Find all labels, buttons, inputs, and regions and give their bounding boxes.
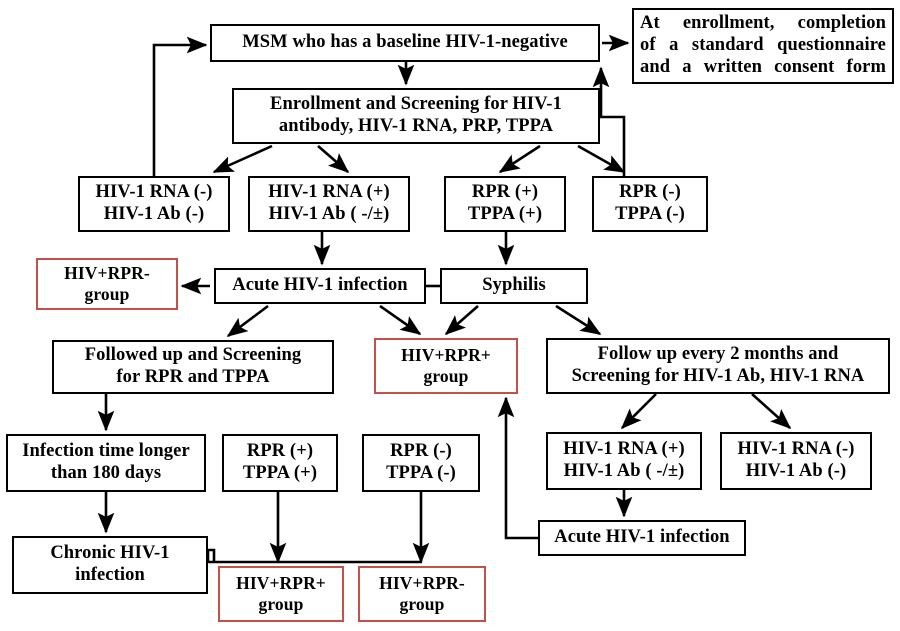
node-rpr-pos-tppa-pos[interactable]: RPR (+) TPPA (+) bbox=[444, 176, 566, 232]
edge-acute-to-followed bbox=[226, 304, 269, 338]
node-rna-pos-ab-negpm-line1: HIV-1 RNA (+) bbox=[268, 182, 390, 203]
node-rna-pos-ab-negpm-right-line2: HIV-1 Ab ( -/±) bbox=[563, 461, 685, 481]
edge-syphilis-to-followup2m bbox=[555, 304, 602, 336]
node-group-hiv-rpr-pos-mid-line2: group bbox=[423, 366, 469, 386]
node-msm-baseline-label: MSM who has a baseline HIV-1-negative bbox=[242, 32, 568, 53]
node-rna-pos-ab-negpm-line2: HIV-1 Ab ( -/±) bbox=[268, 204, 390, 224]
node-followed-up-rpr-tppa[interactable]: Followed up and Screening for RPR and TP… bbox=[52, 340, 334, 394]
node-acute-hiv-infection-bottom[interactable]: Acute HIV-1 infection bbox=[538, 520, 746, 556]
node-chronic-hiv-infection-line1: Chronic HIV-1 bbox=[50, 543, 170, 564]
node-group-hiv-rpr-neg-top[interactable]: HIV+RPR- group bbox=[36, 258, 178, 310]
node-syphilis-label: Syphilis bbox=[482, 275, 546, 296]
node-group-hiv-rpr-neg-bottom-line1: HIV+RPR- bbox=[379, 573, 465, 594]
node-enrollment-screening-line2: antibody, HIV-1 RNA, PRP, TPPA bbox=[278, 116, 554, 136]
node-followed-up-rpr-tppa-line2: for RPR and TPPA bbox=[116, 367, 270, 387]
edge-feedback-right bbox=[592, 66, 626, 176]
node-rpr-neg-tppa-neg-line2: TPPA (-) bbox=[615, 204, 685, 224]
edge-acute-to-group-rprpos bbox=[379, 304, 422, 336]
node-rna-pos-ab-negpm-right-line1: HIV-1 RNA (+) bbox=[563, 439, 685, 460]
node-rna-neg-ab-neg-right-line1: HIV-1 RNA (-) bbox=[737, 439, 855, 460]
edge-chronic-bus bbox=[208, 548, 216, 562]
edge-syphilis-to-group-rprpos bbox=[444, 305, 479, 336]
node-rpr-pos-tppa-pos-bottom-line1: RPR (+) bbox=[246, 441, 314, 462]
node-rpr-neg-tppa-neg-bottom-line2: TPPA (-) bbox=[386, 463, 456, 483]
node-group-hiv-rpr-pos-bottom-line2: group bbox=[258, 594, 304, 614]
node-infection-longer-180[interactable]: Infection time longer than 180 days bbox=[6, 434, 206, 492]
edge-feedback-left bbox=[152, 36, 208, 176]
node-infection-longer-180-line2: than 180 days bbox=[50, 463, 162, 483]
node-acute-hiv-infection-top[interactable]: Acute HIV-1 infection bbox=[214, 268, 426, 304]
node-at-enrollment-consent-line2: of a standard questionnaire bbox=[640, 35, 886, 56]
node-rpr-pos-tppa-pos-line1: RPR (+) bbox=[471, 182, 539, 203]
node-group-hiv-rpr-neg-bottom-line2: group bbox=[399, 594, 445, 614]
node-acute-hiv-infection-top-label: Acute HIV-1 infection bbox=[232, 275, 408, 296]
node-group-hiv-rpr-pos-bottom-line1: HIV+RPR+ bbox=[236, 573, 326, 594]
node-syphilis[interactable]: Syphilis bbox=[440, 268, 588, 304]
node-rna-neg-ab-neg[interactable]: HIV-1 RNA (-) HIV-1 Ab (-) bbox=[78, 176, 230, 232]
node-enrollment-screening-line1: Enrollment and Screening for HIV-1 bbox=[270, 94, 562, 115]
node-rna-neg-ab-neg-line1: HIV-1 RNA (-) bbox=[95, 182, 213, 203]
node-rpr-neg-tppa-neg[interactable]: RPR (-) TPPA (-) bbox=[592, 176, 708, 232]
node-rpr-pos-tppa-pos-bottom-line2: TPPA (+) bbox=[242, 463, 318, 483]
node-at-enrollment-consent-line3: and a written consent form bbox=[640, 56, 886, 77]
node-rna-neg-ab-neg-right[interactable]: HIV-1 RNA (-) HIV-1 Ab (-) bbox=[720, 432, 872, 490]
edge-enroll-to-rpr-pos bbox=[498, 144, 541, 174]
node-rpr-neg-tppa-neg-line1: RPR (-) bbox=[619, 182, 681, 203]
node-chronic-hiv-infection[interactable]: Chronic HIV-1 infection bbox=[12, 536, 208, 594]
node-at-enrollment-consent[interactable]: At enrollment, completion of a standard … bbox=[632, 8, 894, 84]
node-at-enrollment-consent-line1: At enrollment, completion bbox=[640, 13, 886, 34]
node-follow-up-2-months-line2: Screening for HIV-1 Ab, HIV-1 RNA bbox=[571, 366, 865, 386]
edge-enroll-to-rna-neg bbox=[212, 144, 273, 174]
node-rpr-neg-tppa-neg-bottom-line1: RPR (-) bbox=[390, 441, 452, 462]
node-group-hiv-rpr-pos-mid-line1: HIV+RPR+ bbox=[401, 345, 491, 366]
node-follow-up-2-months[interactable]: Follow up every 2 months and Screening f… bbox=[546, 338, 890, 394]
node-rpr-pos-tppa-pos-bottom[interactable]: RPR (+) TPPA (+) bbox=[222, 434, 338, 492]
edge-followup2m-to-rnaneg bbox=[751, 393, 792, 430]
node-acute-hiv-infection-bottom-label: Acute HIV-1 infection bbox=[554, 527, 730, 548]
node-infection-longer-180-line1: Infection time longer bbox=[22, 441, 190, 462]
edge-enroll-to-rpr-neg bbox=[577, 144, 626, 174]
node-rna-neg-ab-neg-right-line2: HIV-1 Ab (-) bbox=[745, 461, 847, 481]
node-rna-pos-ab-negpm[interactable]: HIV-1 RNA (+) HIV-1 Ab ( -/±) bbox=[248, 176, 410, 232]
node-group-hiv-rpr-neg-top-line2: group bbox=[84, 284, 130, 304]
node-rpr-neg-tppa-neg-bottom[interactable]: RPR (-) TPPA (-) bbox=[362, 434, 480, 492]
node-followed-up-rpr-tppa-line1: Followed up and Screening bbox=[84, 345, 302, 366]
node-group-hiv-rpr-neg-bottom[interactable]: HIV+RPR- group bbox=[358, 566, 486, 622]
node-msm-baseline[interactable]: MSM who has a baseline HIV-1-negative bbox=[210, 24, 600, 62]
edge-acute-bottom-to-group-mid bbox=[497, 396, 538, 540]
node-enrollment-screening[interactable]: Enrollment and Screening for HIV-1 antib… bbox=[232, 88, 600, 144]
node-rna-neg-ab-neg-line2: HIV-1 Ab (-) bbox=[103, 204, 205, 224]
node-chronic-hiv-infection-line2: infection bbox=[75, 565, 145, 585]
node-rpr-pos-tppa-pos-line2: TPPA (+) bbox=[467, 204, 543, 224]
edge-followup2m-to-rnapos bbox=[620, 393, 657, 430]
node-rna-pos-ab-negpm-right[interactable]: HIV-1 RNA (+) HIV-1 Ab ( -/±) bbox=[546, 432, 702, 490]
edge-enroll-to-rna-pos bbox=[317, 145, 350, 174]
node-group-hiv-rpr-neg-top-line1: HIV+RPR- bbox=[64, 263, 150, 284]
node-group-hiv-rpr-pos-mid[interactable]: HIV+RPR+ group bbox=[374, 338, 518, 394]
node-group-hiv-rpr-pos-bottom[interactable]: HIV+RPR+ group bbox=[218, 566, 344, 622]
node-follow-up-2-months-line1: Follow up every 2 months and bbox=[597, 344, 839, 365]
